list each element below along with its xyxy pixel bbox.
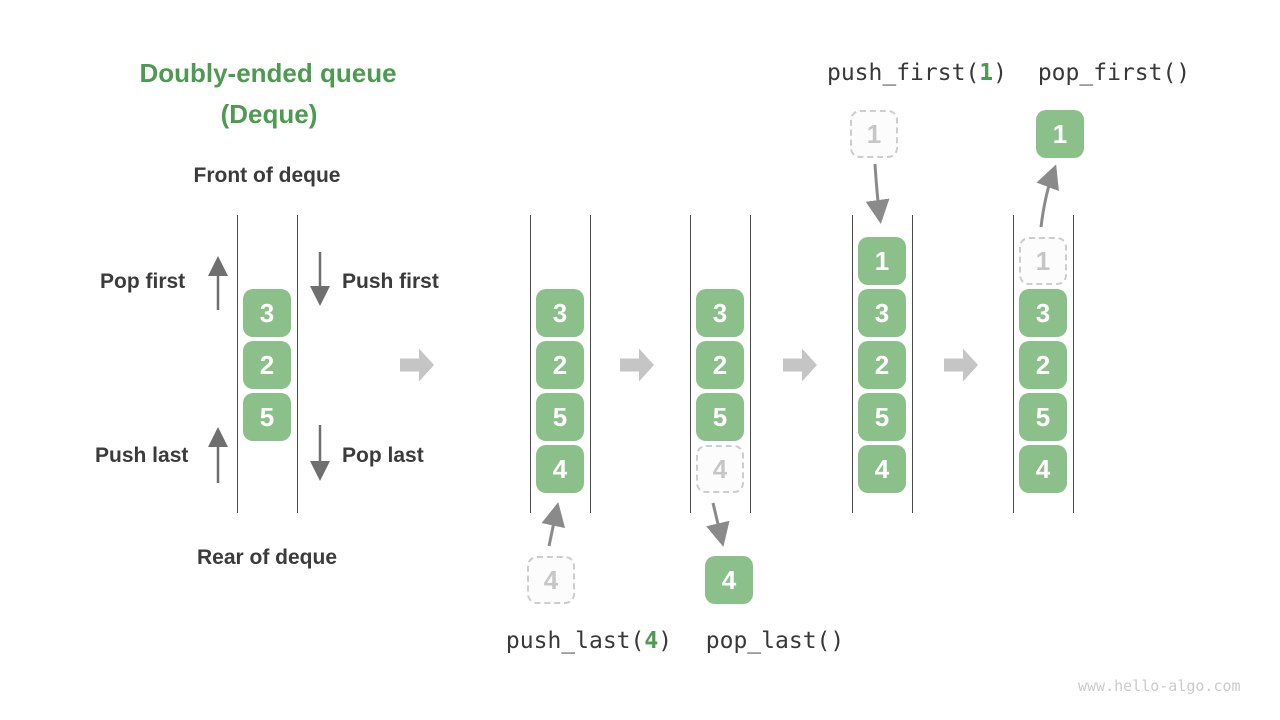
deque-cell: 5 bbox=[243, 393, 291, 441]
front-of-deque-label: Front of deque bbox=[193, 164, 341, 187]
code-text: push_last( bbox=[505, 628, 645, 654]
deque-cell: 5 bbox=[536, 393, 584, 441]
pop-last-label: Pop last bbox=[342, 444, 424, 467]
code-text: push_first( bbox=[826, 60, 980, 86]
deque-cell: 4 bbox=[858, 445, 906, 493]
push-last-incoming-value: 4 bbox=[527, 556, 575, 604]
deque-cell: 2 bbox=[696, 341, 744, 389]
deque-cell: 2 bbox=[1019, 341, 1067, 389]
push-last-label: Push last bbox=[95, 444, 189, 467]
deque-cell-ghost: 4 bbox=[696, 445, 744, 493]
step-arrow-icon bbox=[944, 348, 978, 382]
deque-cell: 2 bbox=[536, 341, 584, 389]
push-first-flow-arrow-icon bbox=[865, 163, 890, 224]
pop-last-code-label: pop_last() bbox=[706, 628, 844, 654]
step-arrow-icon bbox=[783, 348, 817, 382]
diagram-title-line1: Doubly-ended queue bbox=[139, 58, 397, 88]
deque-cell: 4 bbox=[536, 445, 584, 493]
code-arg: 1 bbox=[979, 60, 994, 86]
deque-cell: 3 bbox=[536, 289, 584, 337]
rear-of-deque-label: Rear of deque bbox=[196, 546, 338, 569]
push-first-incoming-value: 1 bbox=[850, 110, 898, 158]
diagram-title-line2: (Deque) bbox=[220, 99, 318, 129]
deque-cell: 3 bbox=[858, 289, 906, 337]
push-last-flow-arrow-icon bbox=[541, 502, 566, 547]
watermark: www.hello-algo.com bbox=[1078, 677, 1241, 695]
deque-cell: 2 bbox=[243, 341, 291, 389]
deque-cell: 3 bbox=[696, 289, 744, 337]
code-text: ) bbox=[993, 60, 1008, 86]
code-text: pop_first() bbox=[1037, 60, 1191, 86]
pop-first-label: Pop first bbox=[100, 270, 186, 293]
pop-first-outgoing-value: 1 bbox=[1036, 110, 1084, 158]
deque-cell: 5 bbox=[858, 393, 906, 441]
step-arrow-icon bbox=[400, 348, 434, 382]
deque-cell: 1 bbox=[858, 237, 906, 285]
code-text: pop_last() bbox=[705, 628, 845, 654]
deque-cell-ghost: 1 bbox=[1019, 237, 1067, 285]
code-text: ) bbox=[658, 628, 673, 654]
deque-cell: 5 bbox=[1019, 393, 1067, 441]
code-arg: 4 bbox=[644, 628, 659, 654]
push-first-label: Push first bbox=[342, 270, 439, 293]
deque-cell: 4 bbox=[1019, 445, 1067, 493]
deque-cell: 2 bbox=[858, 341, 906, 389]
step-arrow-icon bbox=[620, 348, 654, 382]
pop-first-code-label: pop_first() bbox=[1038, 60, 1190, 86]
deque-cell: 3 bbox=[243, 289, 291, 337]
deque-cell: 5 bbox=[696, 393, 744, 441]
push-first-code-label: push_first(1) bbox=[827, 60, 1007, 86]
pop-last-outgoing-value: 4 bbox=[705, 556, 753, 604]
push-last-code-label: push_last(4) bbox=[506, 628, 672, 654]
deque-cell: 3 bbox=[1019, 289, 1067, 337]
